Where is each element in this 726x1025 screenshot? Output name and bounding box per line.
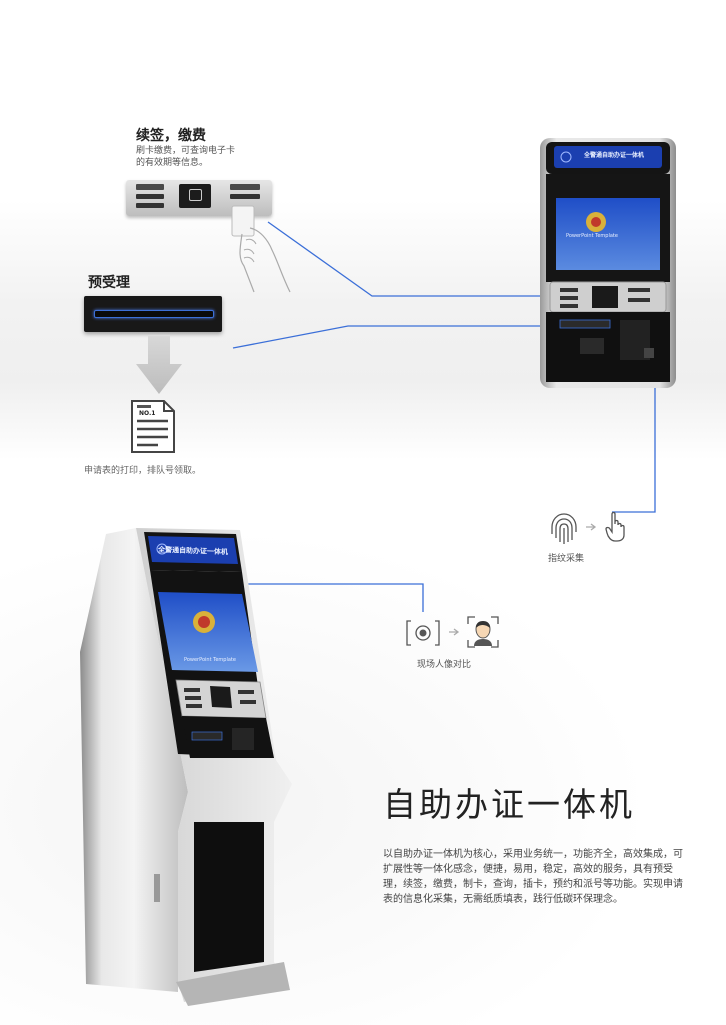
main-title: 自助办证一体机 [383, 785, 635, 824]
renew-desc: 刷卡缴费，可查询电子卡 的有效期等信息。 [136, 145, 246, 169]
connector-face [205, 583, 424, 612]
face-scan-icon [467, 616, 499, 648]
kiosk-big-screen-text: PowerPoint Template [184, 657, 236, 663]
card-slot [136, 194, 164, 199]
main-description: 以自助办证一体机为核心，采用业务统一，功能齐全，高效集成，可扩展性等一体化感念，… [383, 849, 683, 905]
hand-icon [231, 205, 291, 293]
doc-number: NO.1 [139, 410, 156, 417]
fingerprint-caption: 指纹采集 [548, 554, 585, 564]
pre-acceptance-slot [84, 296, 222, 332]
connector-pre [232, 325, 558, 349]
panel-label [136, 184, 164, 190]
kiosk-small-screen-text: PowerPoint Template [566, 233, 618, 239]
arrow-right-icon [586, 523, 597, 531]
kiosk-big-image [80, 528, 292, 1006]
renew-title: 续签，缴费 [136, 128, 206, 144]
card-slot [230, 194, 260, 199]
connector-renew [267, 221, 552, 297]
pre-title: 预受理 [88, 275, 130, 291]
pointer-hand-icon [605, 511, 625, 542]
print-caption: 申请表的打印，排队号领取。 [84, 466, 202, 476]
document-icon [131, 400, 175, 453]
fingerprint-icon [551, 513, 577, 544]
renew-desc-line1: 刷卡缴费，可查询电子卡 [136, 146, 236, 156]
arrow-down-icon [136, 336, 182, 394]
card-slot [136, 203, 164, 208]
card-reader-icon [179, 184, 211, 208]
camera-icon [406, 620, 440, 646]
kiosk-small-image [540, 138, 676, 388]
arrow-right-icon [449, 628, 460, 636]
renew-desc-line2: 的有效期等信息。 [136, 158, 209, 168]
panel-label [230, 184, 260, 190]
kiosk-small-header: 全警通自助办证一体机 [584, 152, 645, 159]
face-caption: 现场人像对比 [417, 660, 472, 670]
connector-finger [612, 352, 656, 513]
